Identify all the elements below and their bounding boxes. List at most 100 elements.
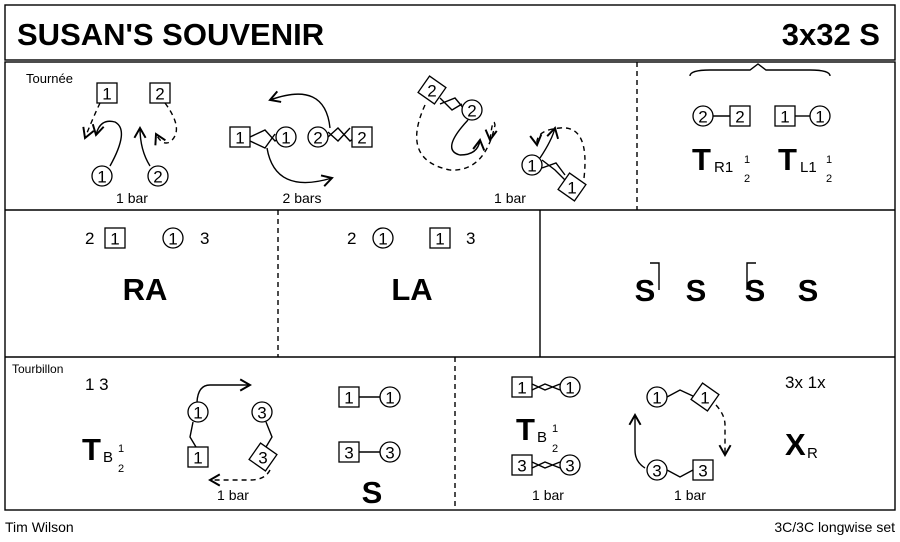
svg-text:R1: R1 [714, 159, 733, 176]
dancer-number: 1 [700, 389, 709, 408]
dancer-number: 1 [385, 389, 394, 408]
woman-dancer: 1 [91, 165, 113, 187]
woman-dancer: 1 [559, 376, 581, 398]
man-dancer: 3 [511, 454, 533, 476]
dancer-number: 3 [698, 462, 707, 481]
svg-text:T: T [516, 412, 535, 447]
brace [689, 63, 831, 77]
man-dancer: 3 [248, 442, 278, 472]
dancer-number: 1 [567, 179, 576, 198]
woman-dancer: 2 [692, 105, 714, 127]
svg-text:T: T [82, 432, 101, 467]
svg-text:S: S [745, 273, 766, 308]
dancer-number: 3 [257, 404, 266, 423]
dancer-number: 1 [517, 379, 526, 398]
woman-dancer: 1 [162, 227, 184, 249]
position-number: 3 [200, 229, 209, 248]
bar-count: 1 bar [532, 487, 564, 503]
svg-text:S: S [798, 273, 819, 308]
woman-dancer: 1 [379, 386, 401, 408]
man-dancer: 1 [429, 227, 451, 249]
turn-both-label: T B 1 2 [82, 432, 124, 475]
woman-dancer: 3 [559, 454, 581, 476]
ending-positions: 3x 1x [785, 373, 826, 392]
title-box [4, 4, 896, 61]
dancer-number: 1 [193, 404, 202, 423]
man-dancer: 3 [692, 459, 714, 481]
figure-label-tourbillon: Tourbillon [12, 362, 63, 376]
dancer-number: 2 [698, 108, 707, 127]
dancer-number: 1 [193, 449, 202, 468]
dancer-number: 1 [344, 389, 353, 408]
dance-title: SUSAN'S SOUVENIR [17, 17, 324, 52]
dancer-number: 2 [735, 108, 744, 127]
dancer-number: 2 [427, 82, 436, 101]
svg-text:X: X [785, 427, 806, 462]
dancer-number: 3 [517, 457, 526, 476]
figure-rights-across: RA [123, 272, 168, 307]
svg-text:T: T [778, 142, 797, 177]
dancer-number: 1 [435, 230, 444, 249]
dancer-number: 1 [97, 168, 106, 187]
dancer-number: 1 [527, 157, 536, 176]
figure-label-tournee: Tournée [26, 71, 73, 86]
man-dancer: 1 [774, 105, 796, 127]
man-dancer: 1 [557, 172, 587, 202]
svg-text:1: 1 [552, 423, 558, 435]
dance-formation: 3x32 S [782, 17, 880, 52]
man-dancer: 1 [338, 386, 360, 408]
svg-text:1: 1 [744, 154, 750, 166]
position-number: 2 [85, 229, 94, 248]
dancer-number: 2 [313, 129, 322, 148]
dancer-number: 3 [385, 444, 394, 463]
dancer-number: 2 [155, 85, 164, 104]
man-dancer: 2 [417, 75, 447, 105]
dancer-number: 1 [281, 129, 290, 148]
svg-text:B: B [537, 429, 547, 446]
svg-text:2: 2 [744, 173, 750, 185]
woman-dancer: 2 [307, 126, 329, 148]
bar-count: 1 bar [116, 190, 148, 206]
svg-text:1: 1 [826, 154, 832, 166]
couples-label: 1 3 [85, 375, 109, 394]
author: Tim Wilson [5, 519, 74, 535]
man-dancer: 2 [149, 82, 171, 104]
woman-dancer: 2 [461, 99, 483, 121]
man-dancer: 1 [229, 126, 251, 148]
svg-text:R: R [807, 445, 818, 462]
setting-step: S [362, 475, 383, 510]
svg-text:T: T [692, 142, 711, 177]
dancer-number: 3 [565, 457, 574, 476]
man-dancer: 1 [511, 376, 533, 398]
man-dancer: 2 [351, 126, 373, 148]
dancer-number: 1 [652, 389, 661, 408]
position-number: 2 [347, 229, 356, 248]
svg-text:S: S [686, 273, 707, 308]
set-type: 3C/3C longwise set [774, 519, 895, 535]
man-dancer: 1 [187, 446, 209, 468]
bar-count: 1 bar [217, 487, 249, 503]
diagram-frame [4, 61, 896, 511]
woman-dancer: 1 [646, 386, 668, 408]
dancer-number: 1 [780, 108, 789, 127]
svg-text:2: 2 [826, 173, 832, 185]
setting-steps: S S S S [635, 262, 819, 308]
position-number: 3 [466, 229, 475, 248]
dancer-number: 1 [235, 129, 244, 148]
woman-dancer: 1 [275, 126, 297, 148]
man-dancer: 1 [690, 382, 720, 412]
woman-dancer: 3 [251, 401, 273, 423]
woman-dancer: 3 [379, 441, 401, 463]
svg-text:2: 2 [118, 463, 124, 475]
svg-text:2: 2 [552, 443, 558, 455]
dancer-number: 1 [565, 379, 574, 398]
turn-right-label: T R1 1 2 [692, 142, 750, 185]
man-dancer: 1 [96, 82, 118, 104]
man-dancer: 2 [729, 105, 751, 127]
tourbillon-paths [189, 378, 732, 487]
woman-dancer: 1 [187, 401, 209, 423]
dancer-number: 1 [815, 108, 824, 127]
dancer-number: 3 [344, 444, 353, 463]
woman-dancer: 1 [809, 105, 831, 127]
dancer-number: 1 [110, 230, 119, 249]
